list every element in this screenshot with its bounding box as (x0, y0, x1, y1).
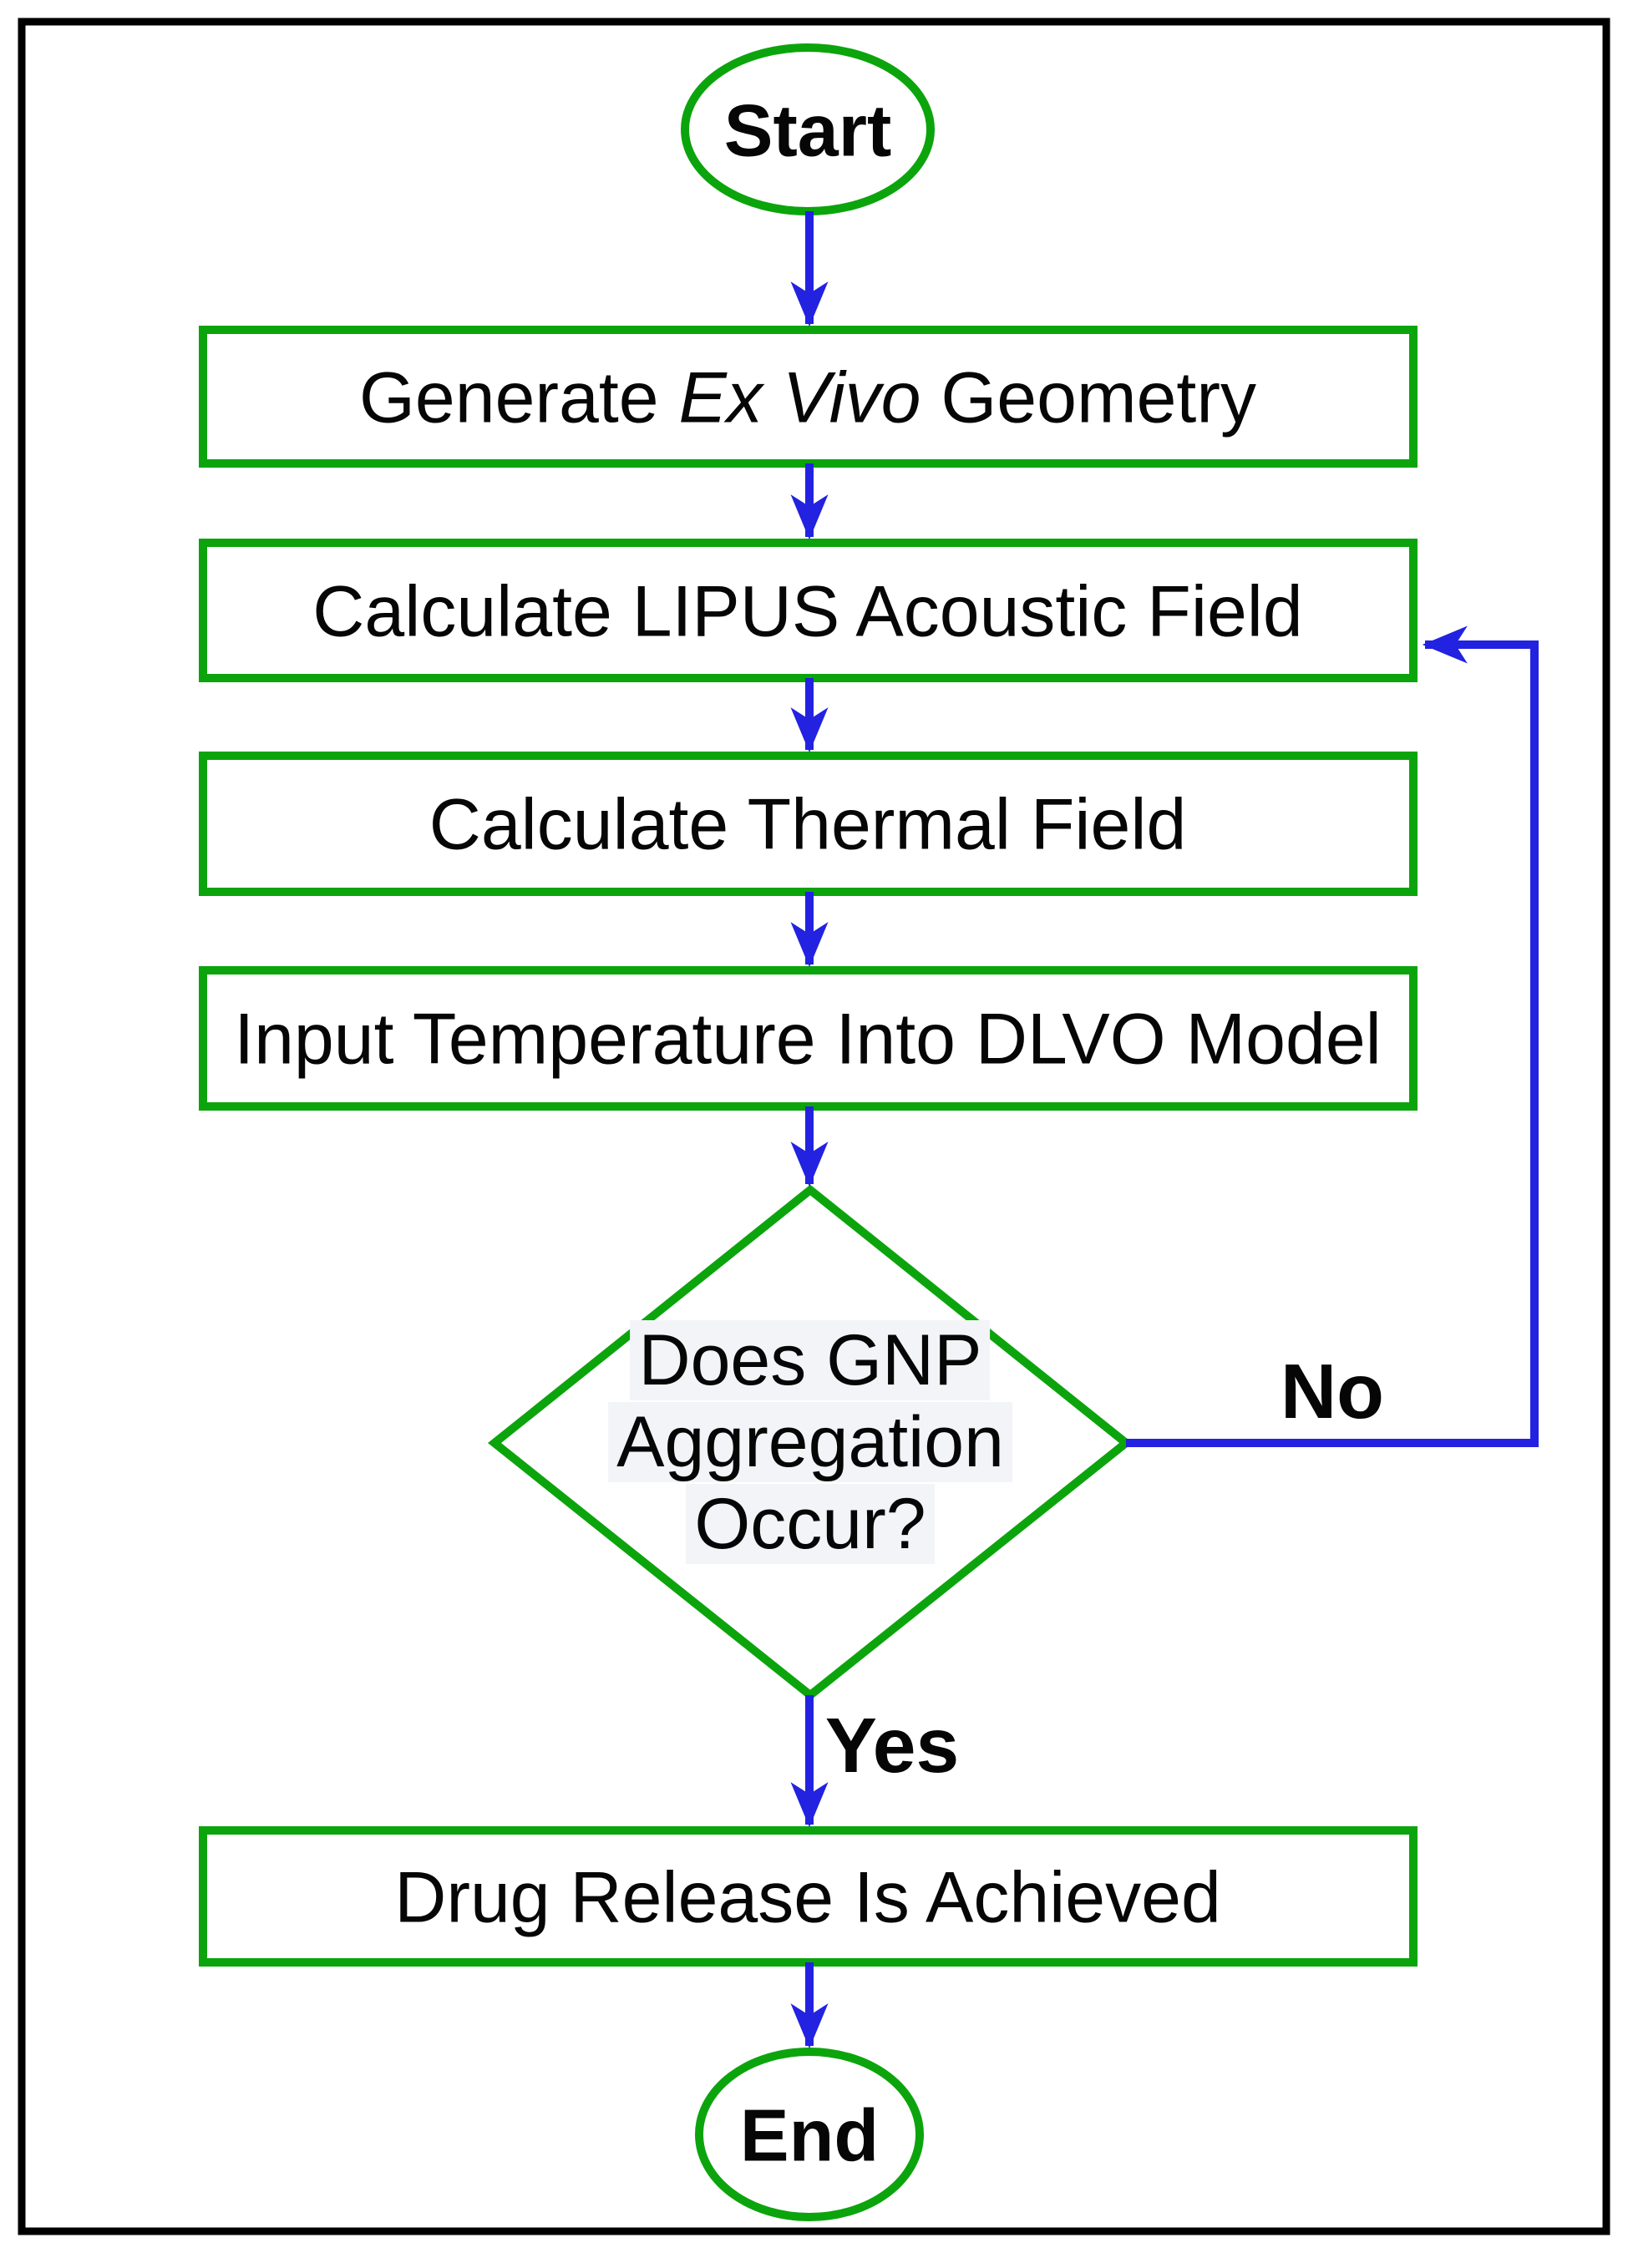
start-label: Start (723, 89, 892, 172)
step-dlvo-model-label: Input Temperature Into DLVO Model (234, 999, 1382, 1080)
step-acoustic-field-label: Calculate LIPUS Acoustic Field (312, 571, 1303, 652)
decision-line-3: Occur? (608, 1483, 1012, 1565)
decision-line-1: Does GNP (608, 1319, 1012, 1401)
decision-line-2: Aggregation (608, 1401, 1012, 1483)
process-box-drug-release (199, 1826, 1418, 1967)
result-label: Drug Release Is Achieved (394, 1857, 1221, 1938)
outer-frame (18, 18, 1610, 2235)
arrow-no-loop-to-acoustic (1126, 625, 1539, 1447)
branch-yes-label: Yes (824, 1701, 960, 1789)
step-generate-prefix: Generate (359, 357, 679, 438)
step-thermal-field-label: Calculate Thermal Field (429, 784, 1187, 865)
step-generate-suffix: Geometry (921, 357, 1256, 438)
end-label: End (739, 2093, 880, 2177)
process-box-thermal-field (199, 752, 1418, 896)
decision-label: Does GNP Aggregation Occur? (608, 1319, 1012, 1565)
end-node-ellipse (695, 2048, 924, 2221)
branch-no-label: No (1281, 1347, 1384, 1435)
step-generate-italic: Ex Vivo (678, 357, 921, 438)
step-generate-geometry-label: Generate Ex Vivo Geometry (359, 357, 1256, 438)
